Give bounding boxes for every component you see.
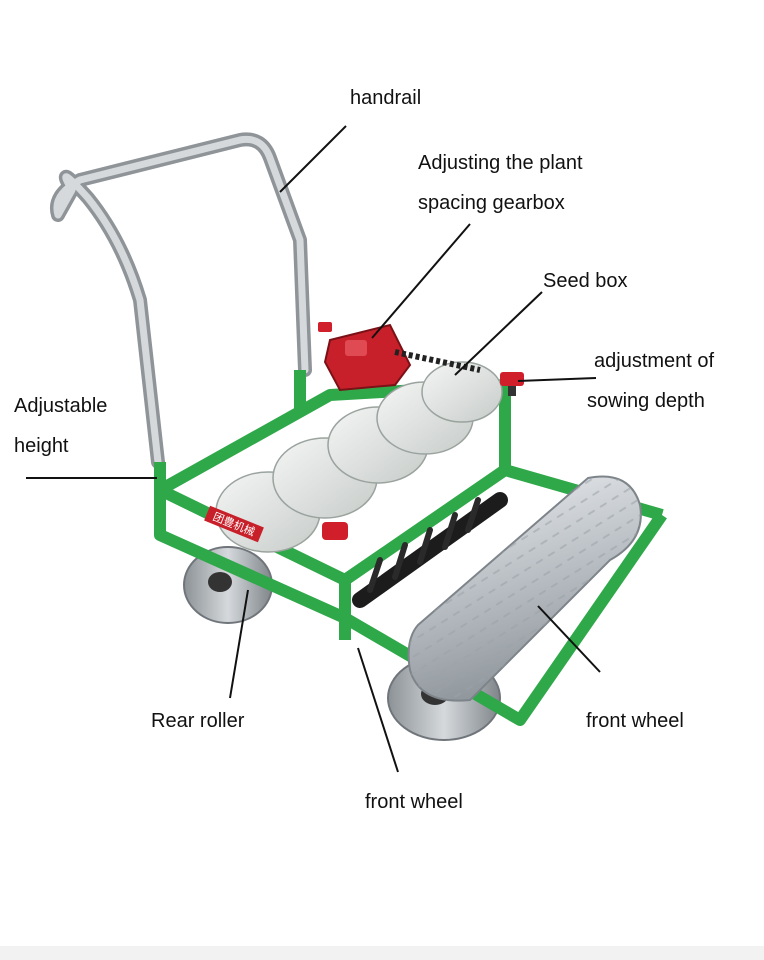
frame-knob: [322, 522, 348, 540]
leader-front-wheel-right: [537, 605, 601, 673]
leader-front-wheel-bottom: [357, 647, 399, 773]
label-sowing-depth-line1: adjustment of: [594, 350, 715, 372]
plant-spacing-gearbox: [318, 322, 481, 392]
leader-lines: [26, 125, 601, 773]
label-seed-box: Seed box: [543, 270, 628, 292]
label-gearbox-line2: spacing gearbox: [418, 192, 565, 214]
label-sowing-depth-line2: sowing depth: [587, 390, 705, 412]
label-rear-roller: Rear roller: [151, 710, 245, 732]
leader-gearbox: [371, 223, 471, 339]
sowing-depth-knob: [500, 372, 524, 396]
front-roller: [407, 475, 642, 702]
label-adjustable-height-line2: height: [14, 435, 69, 457]
handrail-bar: [50, 132, 312, 469]
seeding-shaft: [352, 492, 508, 608]
label-handrail: handrail: [350, 87, 422, 109]
leader-sowing-depth: [517, 377, 597, 382]
leader-handrail: [279, 125, 347, 193]
label-adjustable-height-line1: Adjustable: [14, 395, 108, 417]
label-front-wheel-bottom: front wheel: [365, 791, 463, 813]
leader-rear-roller: [229, 589, 249, 699]
seed-box: [215, 361, 503, 553]
label-gearbox-line1: Adjusting the plant: [418, 152, 583, 174]
footer-strip: [0, 946, 764, 960]
leader-seed-box: [454, 291, 543, 376]
label-front-wheel-right: front wheel: [586, 710, 684, 732]
